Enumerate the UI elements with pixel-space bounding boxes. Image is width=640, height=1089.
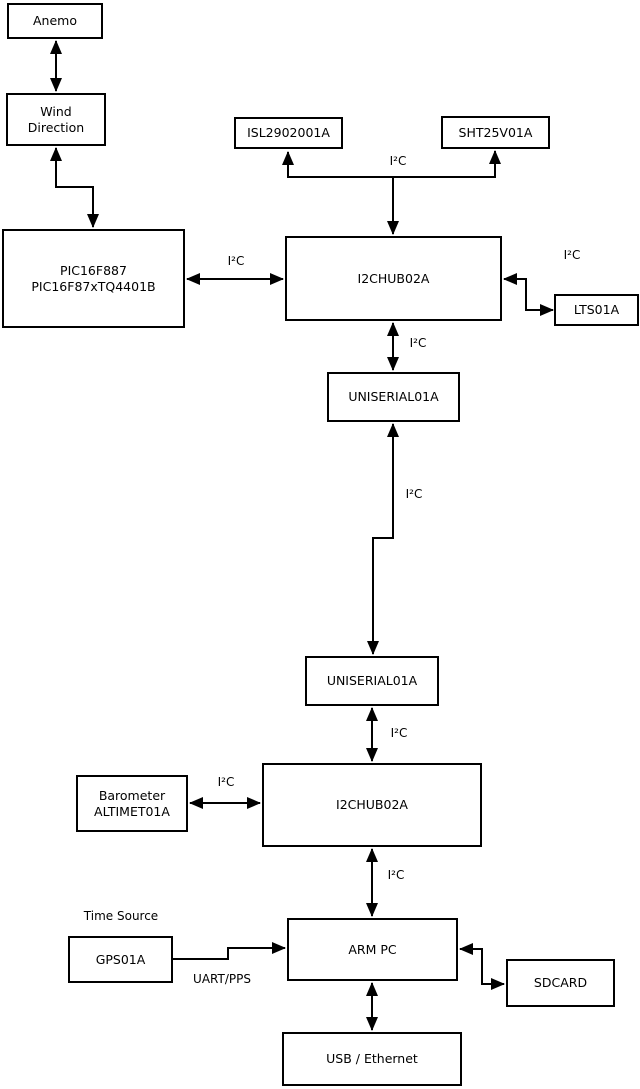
node-gps01a: GPS01A [68,936,173,983]
node-i2chub-top-label: I2CHUB02A [357,270,430,286]
edge-label-i2c-pic-hub: I²C [227,254,245,268]
node-usb-ethernet-label: USB / Ethernet [326,1051,418,1067]
node-uniserial-top-label: UNISERIAL01A [348,389,439,405]
edge-uniserial-top-uniserial-bottom [367,423,399,655]
node-barometer-label-line1: Barometer [98,788,166,804]
node-pic-mcu-label-line2: PIC16F87xTQ4401B [31,278,156,294]
node-wind-direction-label-line1: Wind [40,104,72,120]
node-sht25v01a-label: SHT25V01A [458,124,533,140]
edge-hub-isl-sht-branch [282,150,501,178]
node-i2chub-bottom-label: I2CHUB02A [336,797,408,813]
edge-winddirection-pic [50,147,99,228]
edge-gps-armpc [173,942,286,960]
edge-label-i2c-uniserial-hub2: I²C [390,726,408,740]
node-barometer-label-line2: ALTIMET01A [94,803,170,819]
node-arm-pc: ARM PC [287,918,458,981]
node-uniserial-bottom: UNISERIAL01A [305,656,439,706]
node-lts01a-label: LTS01A [573,302,620,318]
node-i2chub-top: I2CHUB02A [285,236,502,321]
edge-label-i2c-hub-lts: I²C [563,248,581,262]
edge-label-i2c-sensors-top: I²C [389,154,407,168]
node-uniserial-top: UNISERIAL01A [327,372,460,422]
edge-label-i2c-uniserial-link: I²C [405,487,423,501]
node-wind-direction-label-line2: Direction [27,119,85,135]
edge-armpc-sdcard [459,943,505,990]
node-anemo-label: Anemo [33,13,77,29]
node-isl2902001a: ISL2902001A [234,117,343,149]
edge-label-i2c-barometer-hub2: I²C [217,775,235,789]
node-sht25v01a: SHT25V01A [441,116,550,149]
edge-label-i2c-hub-uniserial: I²C [409,336,427,350]
node-lts01a: LTS01A [554,294,639,326]
node-isl2902001a-label: ISL2902001A [247,125,330,141]
edge-label-i2c-hub2-armpc: I²C [387,868,405,882]
node-i2chub-bottom: I2CHUB02A [262,763,482,847]
caption-time-source: Time Source [83,909,159,923]
node-barometer: Barometer ALTIMET01A [76,775,188,832]
node-uniserial-bottom-label: UNISERIAL01A [326,673,418,689]
node-pic-mcu-label-line1: PIC16F887 [60,263,127,279]
node-arm-pc-label: ARM PC [348,941,397,957]
node-sdcard-label: SDCARD [533,975,588,991]
node-pic-mcu: PIC16F887 PIC16F87xTQ4401B [2,229,185,328]
node-usb-ethernet: USB / Ethernet [282,1032,462,1086]
node-wind-direction: Wind Direction [6,93,106,146]
node-sdcard: SDCARD [506,959,615,1007]
node-anemo: Anemo [7,3,103,39]
edge-i2chub-top-lts [503,273,554,316]
node-gps01a-label: GPS01A [95,951,146,967]
edge-label-uart-pps: UART/PPS [193,972,251,986]
